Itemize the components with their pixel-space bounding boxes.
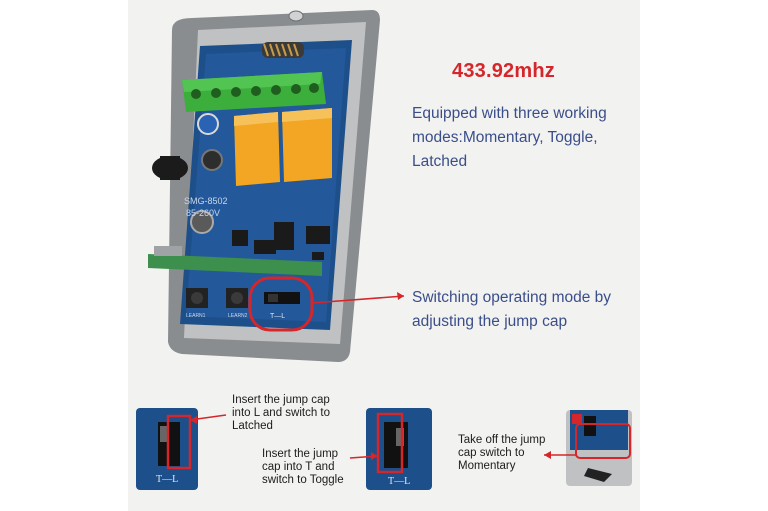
svg-text:T—L: T—L [156,474,178,485]
momentary-line-1: Take off the jump [458,434,546,446]
learn-buttons: LEARN1 LEARN2 [186,288,248,319]
switching-line-2: adjusting the jump cap [412,313,568,330]
modes-description: Equipped with three working modes:Moment… [412,102,632,174]
board-model-label: SMG-8502 [184,196,228,206]
thumbnail-latched: T—L [136,408,227,490]
toggle-line-1: Insert the jump [262,448,339,460]
thumbnail-toggle: T—L [349,408,432,490]
learn1-label: LEARN1 [186,313,206,319]
terminal-block [182,72,326,112]
board-voltage-label: 85-260V [186,208,220,218]
modes-line-3: Latched [412,153,468,170]
switching-line-1: Switching operating mode by [412,289,612,306]
modes-line-2: modes:Momentary, Toggle, [412,129,598,146]
latched-instruction: Insert the jump cap into L and switch to… [232,394,362,433]
learn2-label: LEARN2 [228,313,248,319]
antenna-coil [262,42,304,58]
latched-line-3: Latched [232,420,273,432]
thumbnail-momentary [544,410,632,486]
capacitors [190,113,223,234]
relays [234,108,332,186]
toggle-line-3: switch to Toggle [262,474,344,486]
frequency-title: 433.92mhz [452,60,555,82]
svg-text:T—L: T—L [388,476,410,487]
jumper-highlight [248,276,405,332]
inductor [152,156,188,180]
jumper-header: T—L [264,292,300,320]
latched-line-1: Insert the jump cap [232,394,330,406]
switching-description: Switching operating mode by adjusting th… [412,286,642,334]
momentary-line-2: cap switch to [458,447,525,459]
latched-line-2: into L and switch to [232,407,331,419]
modes-line-1: Equipped with three working [412,105,607,122]
momentary-line-3: Momentary [458,460,516,472]
ic-chips [232,222,330,260]
toggle-line-2: cap into T and [262,461,335,473]
rf-module [148,246,322,276]
momentary-instruction: Take off the jump cap switch to Momentar… [458,434,578,473]
toggle-instruction: Insert the jump cap into T and switch to… [262,448,372,487]
circuit-board: SMG-8502 85-260V LEARN1 LEARN2 T—L [148,40,352,330]
jumper-label: T—L [270,313,285,320]
